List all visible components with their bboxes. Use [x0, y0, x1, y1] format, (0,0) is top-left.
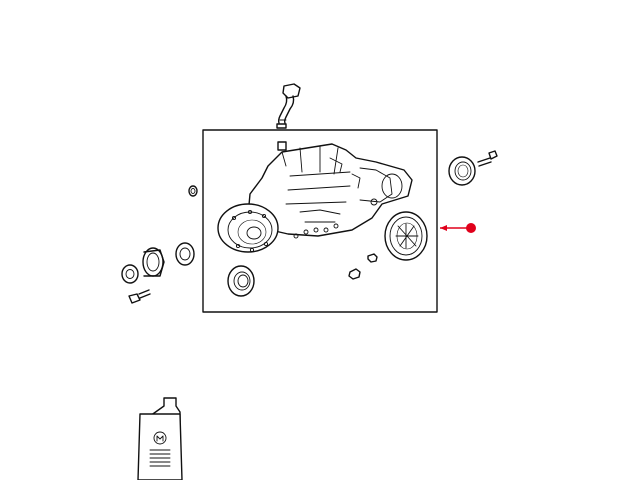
- axle-shaft-seal[interactable]: [227, 265, 255, 297]
- bushing[interactable]: [142, 247, 165, 277]
- differential-assembly[interactable]: [247, 141, 413, 239]
- washer[interactable]: [175, 242, 195, 266]
- pinion-flange[interactable]: [217, 203, 279, 253]
- bolt[interactable]: [128, 289, 151, 304]
- nut[interactable]: [348, 253, 378, 280]
- output-flange[interactable]: [384, 211, 428, 261]
- washer[interactable]: [188, 185, 198, 197]
- callout-arrow[interactable]: [440, 223, 476, 233]
- bushing[interactable]: [448, 156, 476, 186]
- lubricant-bottle[interactable]: [137, 397, 183, 480]
- bolt[interactable]: [477, 150, 498, 167]
- washer[interactable]: [121, 264, 139, 284]
- vent-hose-fitting[interactable]: [276, 83, 301, 129]
- assembly-frame: [202, 129, 438, 313]
